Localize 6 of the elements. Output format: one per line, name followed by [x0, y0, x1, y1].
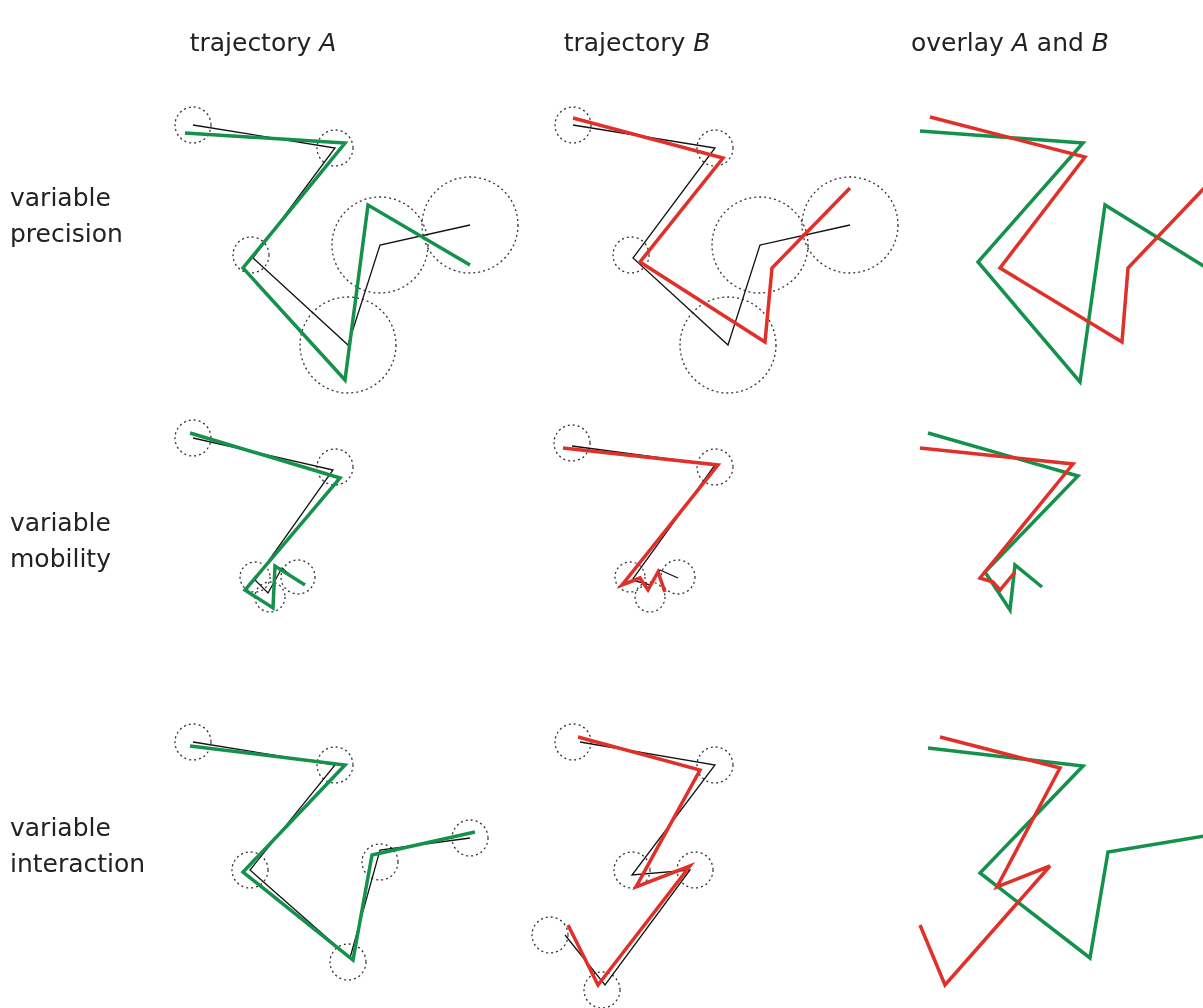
column-heading: overlay A and B	[911, 28, 1109, 57]
column-heading: trajectory A	[189, 28, 337, 57]
row-label: variable precision	[10, 182, 124, 250]
row-label: variable mobility	[10, 507, 112, 575]
column-heading: trajectory B	[563, 28, 711, 57]
row-label: variable interaction	[10, 812, 147, 880]
